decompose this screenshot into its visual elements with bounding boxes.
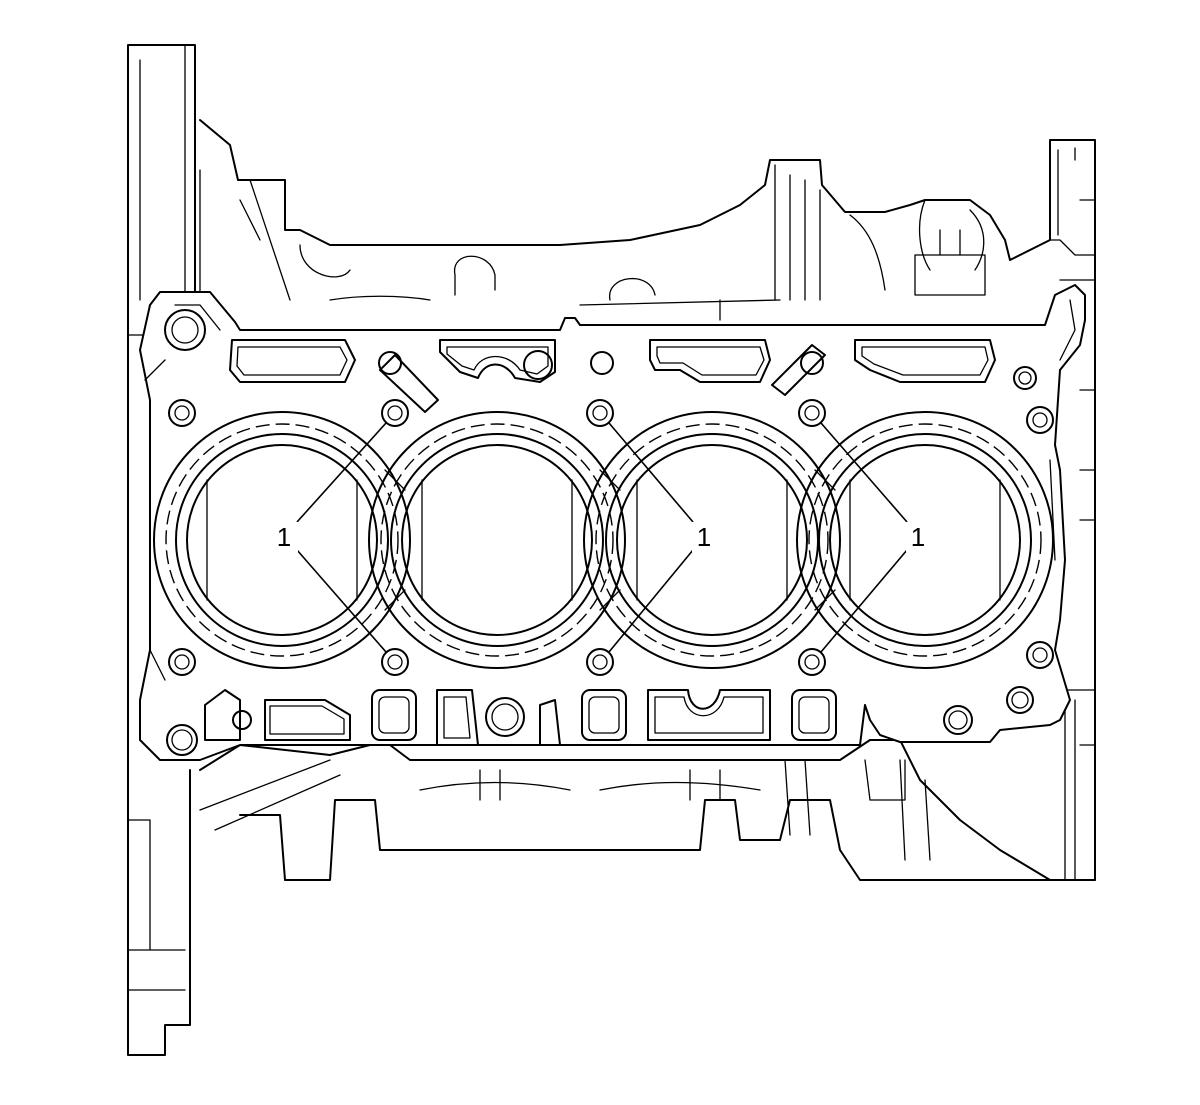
dowel-pin-front-bottom — [166, 724, 198, 756]
dowel-pin-rear-top — [1013, 366, 1037, 390]
leader-line-2b — [608, 549, 694, 653]
cylinder-bore-2 — [368, 411, 626, 669]
head-bolt-bottom-1 — [168, 648, 196, 676]
coolant-passages-bottom — [204, 689, 837, 746]
leader-line-2a — [608, 422, 694, 523]
head-bolt-top-2 — [381, 399, 409, 427]
coolant-passages-top — [229, 339, 996, 413]
leader-line-3a — [820, 422, 908, 523]
head-bolt-bottom-2 — [381, 648, 409, 676]
cylinder-bore-4 — [796, 411, 1054, 669]
oil-gallery-hole-2 — [523, 350, 553, 380]
dowel-pins — [164, 309, 1037, 756]
cylinder-bores — [153, 411, 1054, 669]
leader-line-1a — [296, 422, 387, 523]
cylinder-bore-1 — [153, 411, 411, 669]
head-bolt-top-5 — [1026, 406, 1054, 434]
callout-leaders — [296, 422, 908, 653]
head-bolt-top-1 — [168, 399, 196, 427]
head-bolts — [168, 399, 1054, 676]
dowel-pin-rear-bottom — [1006, 686, 1034, 714]
callout-label-3: 1 — [911, 522, 925, 552]
leader-line-1b — [296, 549, 387, 653]
head-bolt-top-3 — [586, 399, 614, 427]
head-bolt-top-4 — [798, 399, 826, 427]
dowel-pin-rear-mid — [943, 705, 973, 735]
engine-block-outline — [127, 44, 1096, 1056]
head-bolt-bottom-3 — [586, 648, 614, 676]
head-bolt-bottom-4 — [798, 648, 826, 676]
oil-gallery-hole-1 — [378, 351, 402, 375]
dowel-pin-front-top — [164, 309, 206, 351]
callout-label-1: 1 — [277, 522, 291, 552]
oil-gallery-hole-5 — [232, 710, 252, 730]
head-bolt-bottom-5 — [1026, 641, 1054, 669]
oil-gallery-hole-4 — [800, 351, 824, 375]
leader-line-3b — [820, 549, 908, 653]
oil-gallery-hole-3 — [590, 351, 614, 375]
cylinder-bore-3 — [583, 411, 841, 669]
callout-labels: 1 1 1 — [272, 522, 932, 552]
callout-label-2: 1 — [697, 522, 711, 552]
